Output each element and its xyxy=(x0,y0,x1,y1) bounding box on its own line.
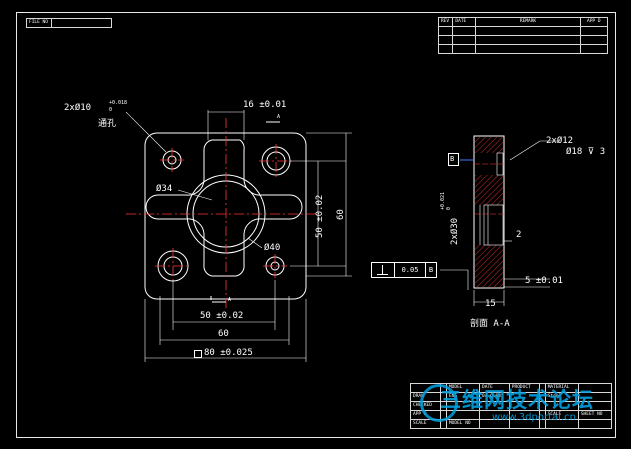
dia-34-label: Ø34 xyxy=(156,184,173,194)
dim-bottom-50: 50 ±0.02 xyxy=(200,311,244,321)
watermark-url: www.3dportal.cn xyxy=(492,412,576,423)
dim-square-80: 80 ±0.025 xyxy=(204,348,253,358)
dia-40-label: Ø40 xyxy=(264,243,281,253)
tolerance-datum: B xyxy=(428,266,434,274)
square-symbol-icon xyxy=(194,350,202,358)
section-bore-dim: 2xØ30 xyxy=(450,217,460,245)
section-hole-callout-1: 2xØ12 xyxy=(546,136,574,146)
watermark-text: 三维网技术论坛 xyxy=(440,388,594,412)
hole-callout-tol-upper: +0.018 xyxy=(109,100,128,106)
datum-b-label: B xyxy=(450,155,455,163)
hole-callout-tol-lower: 0 xyxy=(109,107,113,113)
watermark: 三维网技术论坛 www.3dportal.cn xyxy=(414,382,614,430)
hole-callout-qty-dia: 2xØ10 xyxy=(64,103,92,113)
section-caption: 剖面 A-A xyxy=(470,319,510,329)
section-hole-callout-2: Ø18 ⊽ 3 xyxy=(566,147,606,157)
title-block-cell xyxy=(577,419,613,429)
tolerance-value: 0.05 xyxy=(395,263,426,277)
watermark-logo-icon xyxy=(420,384,458,422)
perpendicularity-icon xyxy=(372,263,395,277)
section-view-geometry xyxy=(440,135,560,306)
title-block-cell: MODEL NO xyxy=(445,419,481,429)
title-block-cell xyxy=(538,419,546,429)
revision-table: REV DATE REMARK APP D xyxy=(437,17,609,54)
dim-vert-50: 50 ±0.02 xyxy=(315,194,325,238)
section-dim-2: 2 xyxy=(516,230,522,240)
section-bore-tol-lower: 0 xyxy=(446,206,452,210)
hole-callout-note: 通孔 xyxy=(98,119,117,129)
section-dim-5: 5 ±0.01 xyxy=(525,276,563,286)
section-cut-markers xyxy=(210,121,280,303)
dim-16: 16 ±0.01 xyxy=(243,100,287,110)
datum-b-box xyxy=(448,153,459,166)
center-lines xyxy=(126,118,318,310)
tolerance-frame: 0.05 B xyxy=(371,262,437,278)
header-field: FILE NO xyxy=(26,18,112,28)
dim-bottom-60: 60 xyxy=(218,329,229,339)
section-dim-15: 15 xyxy=(485,299,496,309)
section-mark-bottom: A xyxy=(228,297,232,303)
plate-outline xyxy=(144,132,307,300)
cross-pocket xyxy=(145,139,303,277)
drawing-border xyxy=(16,12,616,438)
dim-vert-60: 60 xyxy=(336,209,346,220)
section-mark-top: A xyxy=(277,114,281,120)
